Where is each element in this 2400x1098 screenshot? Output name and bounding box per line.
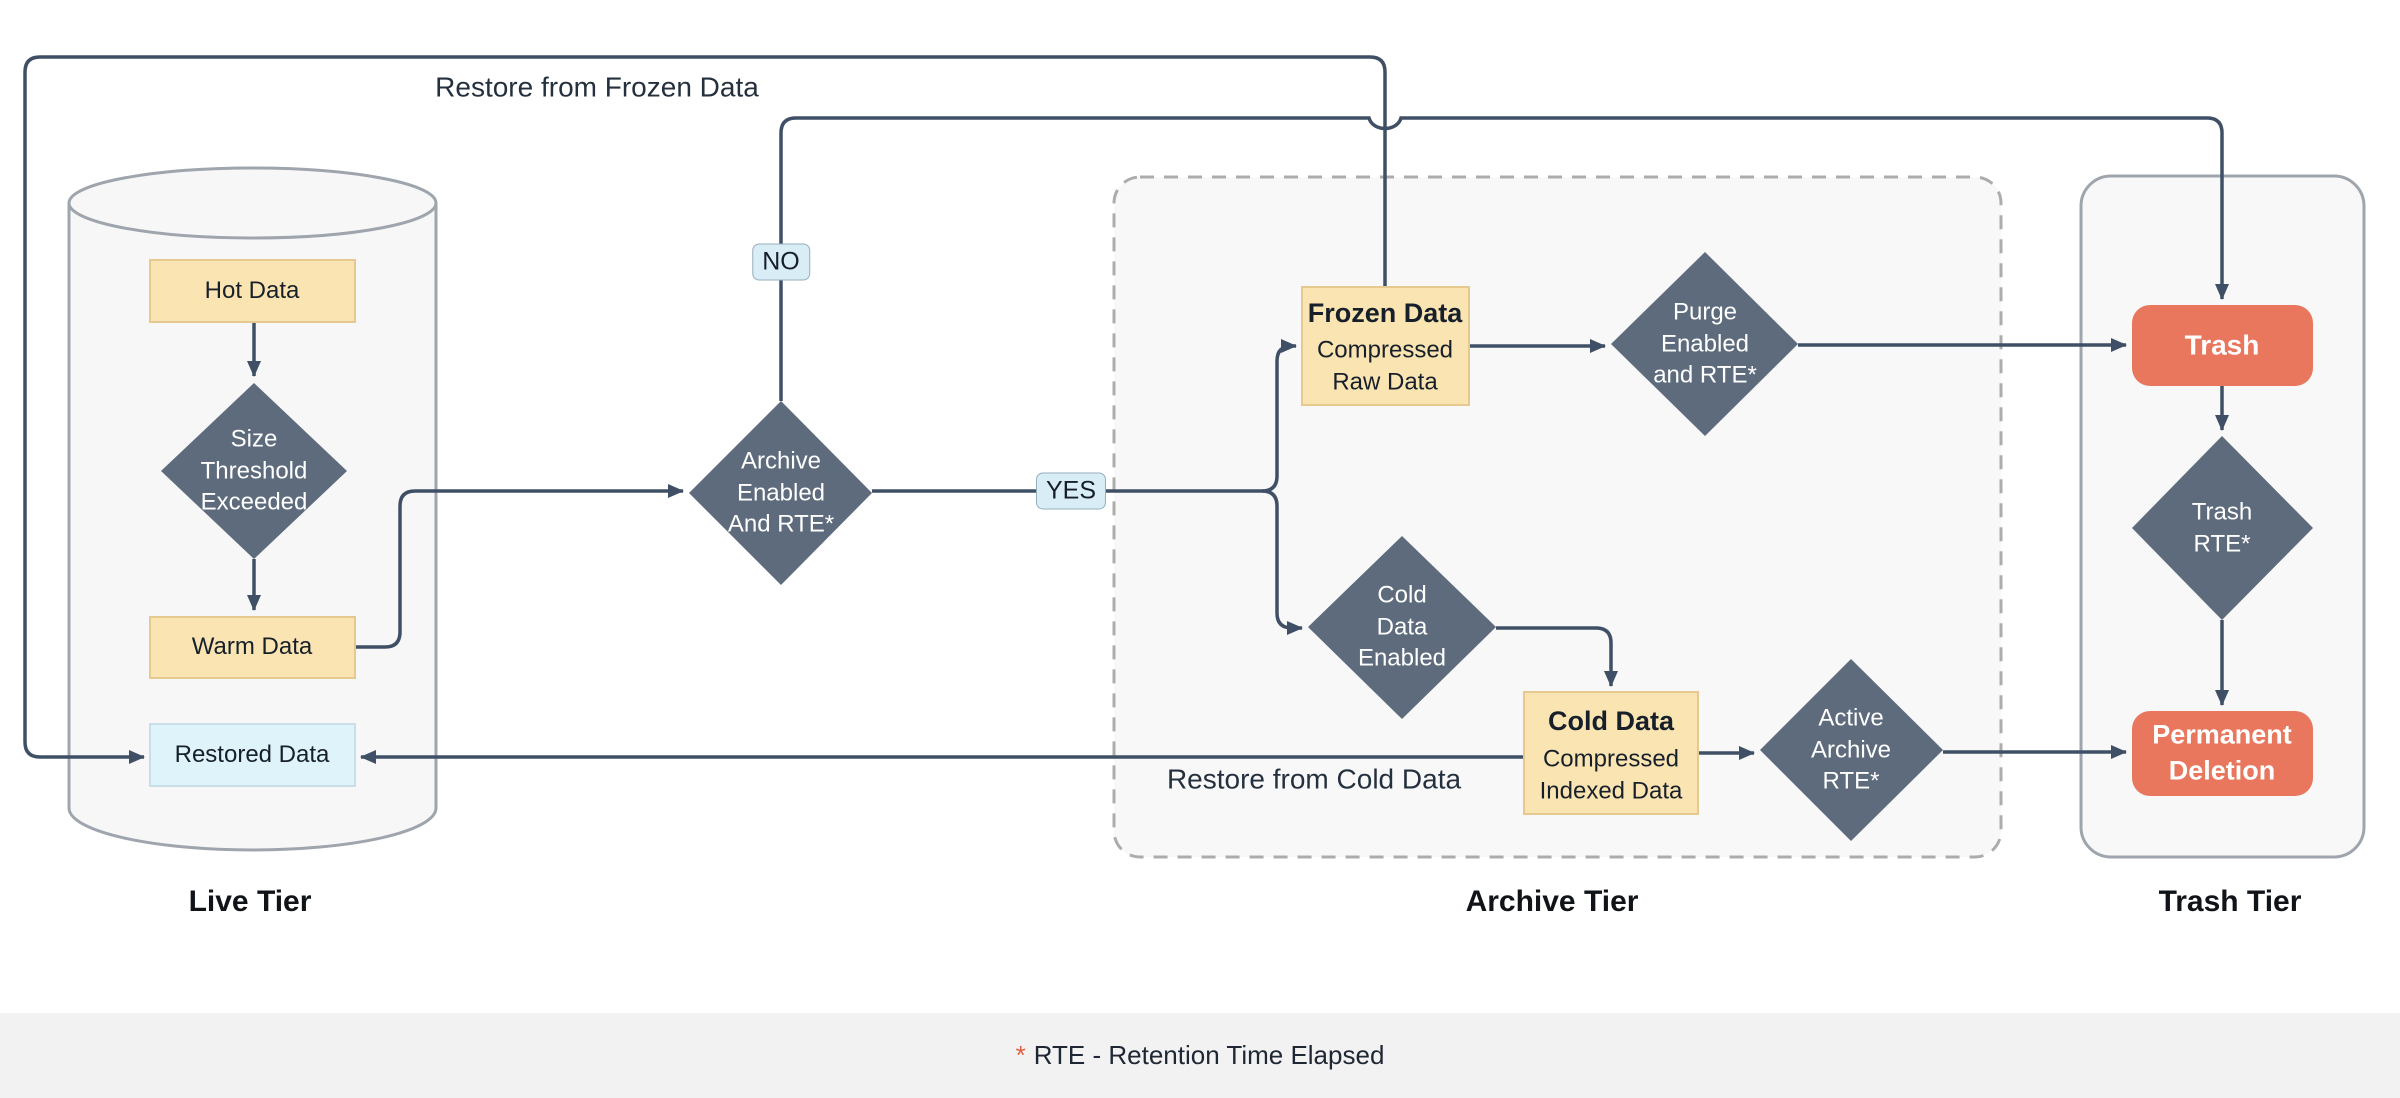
edge-warm-to-archive [355,484,684,649]
warm-data-box [149,616,356,679]
permanent-deletion-label: Permanent Deletion [2152,719,2292,785]
restored-data-label: Restored Data [174,741,330,769]
purge-enabled-label: Purge Enabled and RTE* [1653,298,1757,389]
yes-badge: YES [1035,472,1107,510]
cold-data-box [1523,691,1699,815]
cold-data-enabled-diamond [1308,536,1496,719]
purge-enabled-diamond [1611,252,1798,436]
frozen-data-title: Frozen Data [1307,298,1463,329]
no-badge: NO [752,243,810,281]
live-tier-label: Live Tier [188,885,312,919]
trash-label: Trash [2184,329,2260,361]
size-threshold-label: Size Threshold Exceeded [200,425,308,516]
footer-note-bar: * RTE - Retention Time Elapsed [0,1013,2400,1098]
hot-data-label: Hot Data [204,277,300,305]
restore-cold-note: Restore from Cold Data [1166,763,1462,795]
footer-asterisk: * [1015,1040,1026,1070]
warm-data-label: Warm Data [191,633,313,661]
cold-data-enabled-label: Cold Data Enabled [1357,581,1447,672]
connector-lines [23,55,2229,764]
archive-tier-label: Archive Tier [1465,885,1639,919]
live-tier-cylinder-top [67,166,438,240]
frozen-data-subtitle: Compressed Raw Data [1316,336,1454,395]
permanent-deletion-box [2132,711,2313,796]
footer-note-text: RTE - Retention Time Elapsed [1033,1040,1385,1070]
trash-box [2132,305,2313,386]
trash-rte-label: Trash RTE* [2191,498,2253,557]
edge-yes-to-cold-enabled [1261,489,1303,635]
active-archive-label: Active Archive RTE* [1810,704,1892,795]
edge-restore-frozen-loop [23,55,1387,764]
cold-data-subtitle: Compressed Indexed Data [1539,745,1683,804]
edge-no-to-trash [779,116,2229,401]
restore-frozen-note: Restore from Frozen Data [435,71,759,103]
cold-data-title: Cold Data [1547,706,1674,737]
archive-enabled-label: Archive Enabled And RTE* [727,447,835,538]
edge-coldenabled-to-cold [1496,626,1618,687]
trash-rte-diamond [2132,436,2313,620]
trash-tier-label: Trash Tier [2158,885,2302,919]
size-threshold-diamond [161,383,347,559]
hot-data-box [149,259,356,323]
frozen-data-box [1301,286,1470,406]
active-archive-diamond [1760,659,1943,841]
restored-data-box [149,723,356,787]
archive-enabled-diamond [689,401,872,585]
